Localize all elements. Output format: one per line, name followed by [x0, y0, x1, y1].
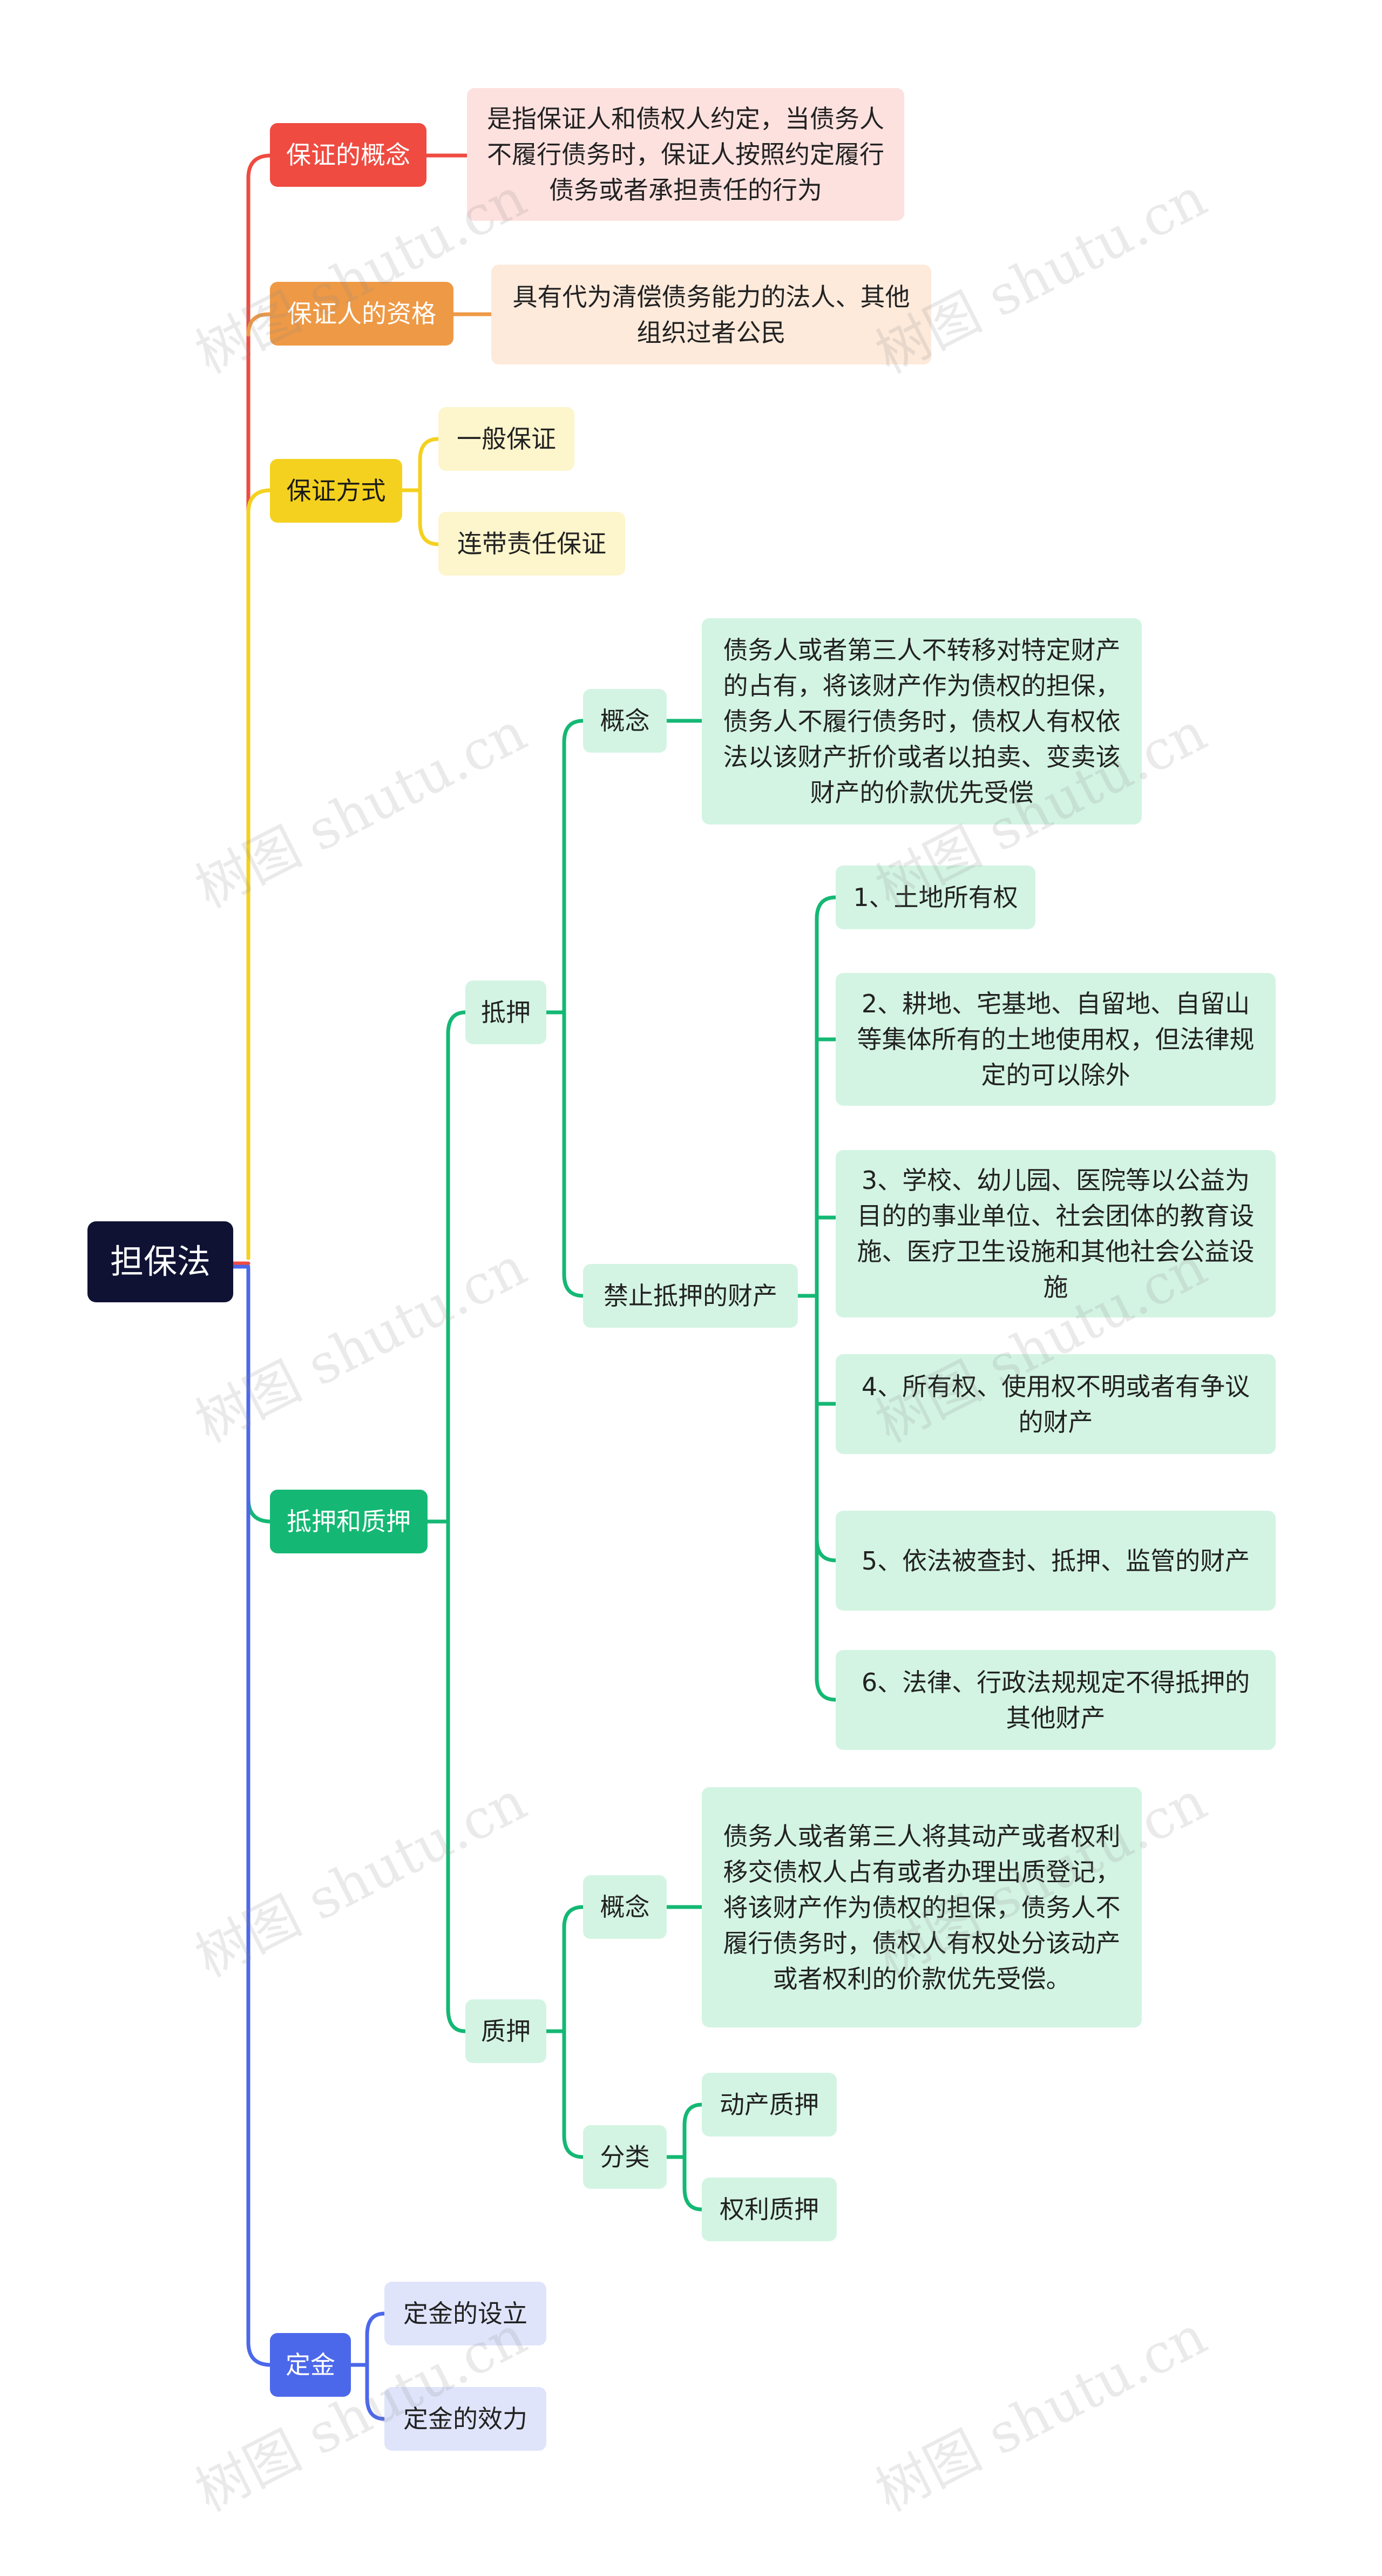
- node-label: 质押: [481, 2017, 531, 2046]
- branch-label: 保证人的资格: [287, 299, 436, 328]
- leaf-rights-pledge[interactable]: 权利质押: [702, 2178, 837, 2241]
- leaf-prohibited-item-3[interactable]: 3、学校、幼儿园、医院等以公益为目的的事业单位、社会团体的教育设施、医疗卫生设施…: [836, 1150, 1276, 1317]
- leaf-text: 5、依法被查封、抵押、监管的财产: [861, 1546, 1250, 1576]
- leaf-text: 债务人或者第三人不转移对特定财产的占有，将该财产作为债权的担保，债务人不履行债务…: [723, 635, 1121, 807]
- leaf-text: 权利质押: [720, 2195, 819, 2224]
- leaf-mortgage-concept-text[interactable]: 债务人或者第三人不转移对特定财产的占有，将该财产作为债权的担保，债务人不履行债务…: [702, 618, 1142, 824]
- leaf-text: 3、学校、幼儿园、医院等以公益为目的的事业单位、社会团体的教育设施、医疗卫生设施…: [857, 1166, 1255, 1302]
- node-pledge-concept[interactable]: 概念: [583, 1875, 667, 1939]
- node-label: 概念: [600, 706, 650, 735]
- node-label: 抵押: [481, 998, 531, 1027]
- branch-label: 定金: [286, 2350, 335, 2379]
- node-mortgage[interactable]: 抵押: [465, 981, 546, 1044]
- node-label: 禁止抵押的财产: [604, 1281, 777, 1310]
- leaf-text: 6、法律、行政法规规定不得抵押的其他财产: [861, 1667, 1250, 1733]
- leaf-text: 2、耕地、宅基地、自留地、自留山等集体所有的土地使用权，但法律规定的可以除外: [857, 989, 1255, 1090]
- leaf-text: 4、所有权、使用权不明或者有争议的财产: [861, 1371, 1250, 1437]
- leaf-text: 定金的设立: [403, 2299, 527, 2328]
- leaf-prohibited-item-5[interactable]: 5、依法被查封、抵押、监管的财产: [836, 1511, 1276, 1611]
- leaf-joint-liability-guarantee[interactable]: 连带责任保证: [438, 512, 625, 576]
- leaf-deposit-establishment[interactable]: 定金的设立: [384, 2282, 546, 2345]
- leaf-text: 一般保证: [457, 424, 556, 454]
- node-pledge[interactable]: 质押: [465, 1999, 546, 2063]
- node-prohibited-mortgage-property[interactable]: 禁止抵押的财产: [583, 1264, 798, 1328]
- node-label: 概念: [600, 1892, 650, 1922]
- node-pledge-classification[interactable]: 分类: [583, 2125, 667, 2189]
- node-label: 分类: [600, 2142, 650, 2172]
- branch-guarantee-method[interactable]: 保证方式: [270, 459, 402, 523]
- leaf-guarantor-qualification-text[interactable]: 具有代为清偿债务能力的法人、其他组织过者公民: [491, 265, 931, 364]
- branch-label: 保证的概念: [286, 140, 410, 170]
- leaf-prohibited-item-6[interactable]: 6、法律、行政法规规定不得抵押的其他财产: [836, 1650, 1276, 1750]
- leaf-text: 1、土地所有权: [853, 883, 1018, 912]
- leaf-movable-property-pledge[interactable]: 动产质押: [702, 2073, 837, 2136]
- leaf-text: 定金的效力: [403, 2404, 527, 2433]
- branch-label: 抵押和质押: [287, 1507, 411, 1536]
- leaf-text: 债务人或者第三人将其动产或者权利移交债权人占有或者办理出质登记，将该财产作为债权…: [723, 1821, 1121, 1993]
- leaf-text: 动产质押: [720, 2090, 819, 2119]
- branch-mortgage-and-pledge[interactable]: 抵押和质押: [270, 1490, 428, 1553]
- node-mortgage-concept[interactable]: 概念: [583, 689, 667, 753]
- leaf-deposit-effect[interactable]: 定金的效力: [384, 2387, 546, 2451]
- leaf-pledge-concept-text[interactable]: 债务人或者第三人将其动产或者权利移交债权人占有或者办理出质登记，将该财产作为债权…: [702, 1787, 1142, 2027]
- leaf-prohibited-item-4[interactable]: 4、所有权、使用权不明或者有争议的财产: [836, 1354, 1276, 1454]
- branch-deposit[interactable]: 定金: [270, 2333, 351, 2397]
- leaf-guarantee-concept-text[interactable]: 是指保证人和债权人约定，当债务人不履行债务时，保证人按照约定履行债务或者承担责任…: [467, 88, 904, 221]
- leaf-text: 具有代为清偿债务能力的法人、其他组织过者公民: [512, 282, 910, 347]
- root-node[interactable]: 担保法: [87, 1221, 233, 1302]
- leaf-text: 是指保证人和债权人约定，当债务人不履行债务时，保证人按照约定履行债务或者承担责任…: [487, 104, 884, 205]
- branch-guarantee-concept[interactable]: 保证的概念: [270, 123, 426, 187]
- leaf-general-guarantee[interactable]: 一般保证: [438, 407, 574, 471]
- leaf-prohibited-item-1[interactable]: 1、土地所有权: [836, 866, 1035, 929]
- branch-guarantor-qualification[interactable]: 保证人的资格: [270, 282, 453, 346]
- branch-label: 保证方式: [286, 476, 386, 505]
- root-label: 担保法: [110, 1242, 211, 1281]
- leaf-prohibited-item-2[interactable]: 2、耕地、宅基地、自留地、自留山等集体所有的土地使用权，但法律规定的可以除外: [836, 973, 1276, 1106]
- leaf-text: 连带责任保证: [457, 529, 606, 558]
